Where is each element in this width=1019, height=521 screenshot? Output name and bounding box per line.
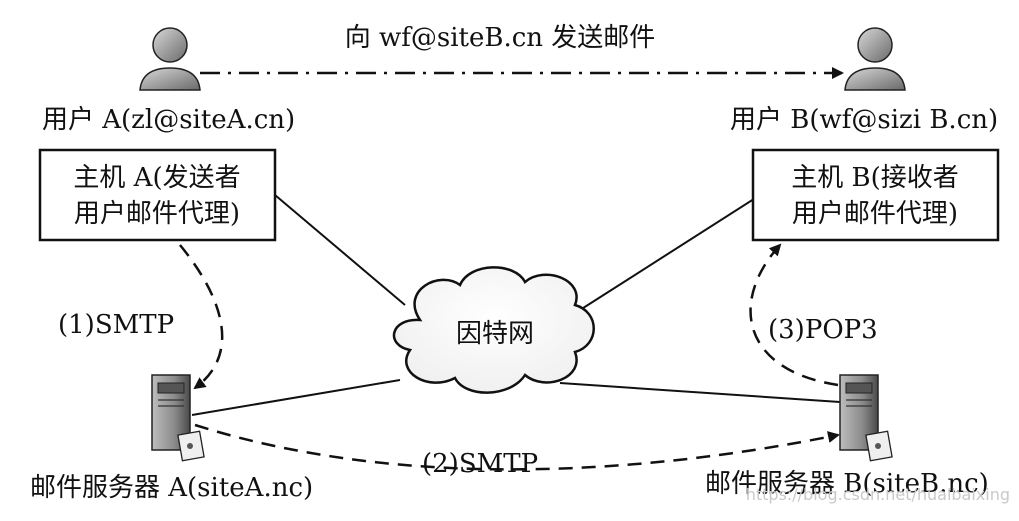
host-b-box: 主机 B(接收者 用户邮件代理) xyxy=(751,148,1000,242)
server-b-icon xyxy=(839,374,893,462)
user-b-label: 用户 B(wf@sizi B.cn) xyxy=(730,105,998,135)
link-server-a-internet xyxy=(191,379,401,416)
step2-label: (2)SMTP xyxy=(422,449,538,479)
server-b-label: 邮件服务器 B(siteB.nc) xyxy=(705,469,989,499)
user-a-icon xyxy=(139,27,201,91)
top-message: 向 wf@siteB.cn 发送邮件 xyxy=(345,23,656,53)
host-a-line2: 用户邮件代理) xyxy=(74,199,240,229)
watermark: https://blog.csdn.net/huaibaixing xyxy=(746,485,1010,504)
server-a-icon xyxy=(151,374,205,462)
host-b-line2: 用户邮件代理) xyxy=(792,199,958,229)
link-host-a-internet xyxy=(274,194,406,306)
step3-label: (3)POP3 xyxy=(768,315,878,345)
user-b-icon xyxy=(844,27,906,91)
smtp-arrow-1 xyxy=(179,244,224,390)
step1-label: (1)SMTP xyxy=(58,310,174,340)
smtp-arrow-2 xyxy=(194,423,840,471)
link-server-b-internet xyxy=(559,382,841,403)
internet-cloud-icon: 因特网 xyxy=(392,266,595,394)
internet-label: 因特网 xyxy=(456,319,534,349)
host-a-line1: 主机 A(发送者 xyxy=(73,163,240,193)
server-a-label: 邮件服务器 A(siteA.nc) xyxy=(30,473,313,503)
pop3-arrow-3 xyxy=(749,243,839,387)
link-host-b-internet xyxy=(579,189,769,311)
host-b-line1: 主机 B(接收者 xyxy=(791,163,959,193)
host-a-box: 主机 A(发送者 用户邮件代理) xyxy=(38,148,277,242)
user-a-label: 用户 A(zl@siteA.cn) xyxy=(42,105,295,135)
